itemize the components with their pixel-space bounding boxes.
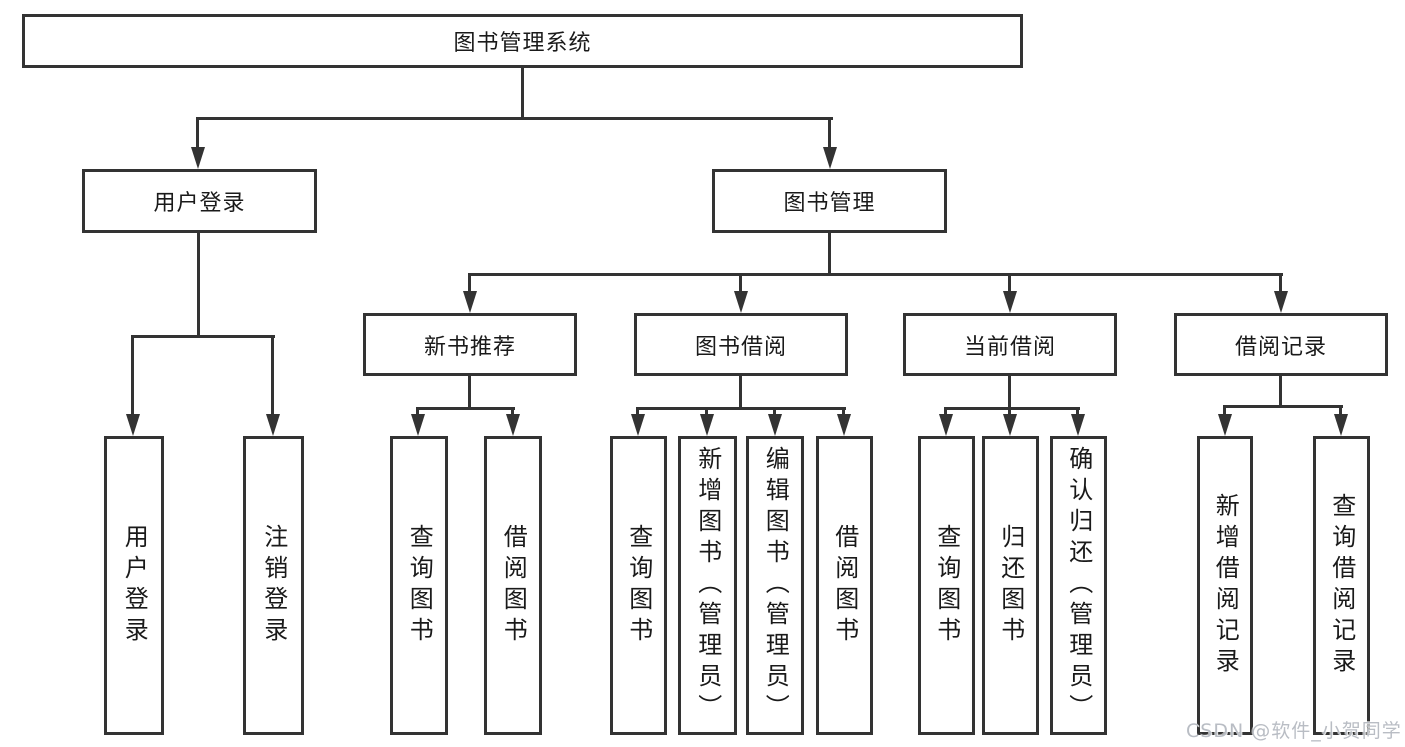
node-label: 新增图书（管理员） [693, 446, 722, 725]
arrow-down-icon [768, 414, 782, 436]
connector-user-login-stem [197, 233, 200, 335]
connector-level3-bar [468, 273, 1283, 276]
node-label: 借阅图书 [499, 523, 528, 648]
arrow-down-icon [1003, 414, 1017, 436]
connector-line [739, 273, 742, 291]
node-label: 新增借阅记录 [1211, 492, 1240, 679]
connector-line [828, 117, 831, 147]
connector-line [131, 335, 134, 414]
connector-line [416, 407, 419, 414]
connector-line [1008, 273, 1011, 291]
node-book-borrowing: 图书借阅 [634, 313, 848, 376]
node-label: 编辑图书（管理员） [761, 446, 790, 725]
node-label: 当前借阅 [963, 334, 1056, 360]
connector-borrowing-bar [636, 407, 846, 410]
arrow-down-icon [506, 414, 520, 436]
arrow-down-icon [1218, 414, 1232, 436]
leaf-query-borrow-record: 查询借阅记录 [1313, 436, 1370, 735]
connector-line [842, 407, 845, 414]
leaf-return-books: 归还图书 [982, 436, 1039, 735]
csdn-watermark: CSDN @软件_小贺同学 [1186, 720, 1402, 742]
connector-book-mgmt-stem [828, 233, 831, 273]
arrow-down-icon [823, 147, 837, 169]
leaf-query-books-current: 查询图书 [918, 436, 975, 735]
arrow-down-icon [463, 291, 477, 313]
node-library-management-system: 图书管理系统 [22, 14, 1023, 68]
connector-records-bar [1223, 405, 1343, 408]
leaf-query-books-recommend: 查询图书 [390, 436, 448, 735]
node-label: 用户登录 [120, 523, 149, 648]
connector-line [944, 407, 947, 414]
arrow-down-icon [266, 414, 280, 436]
arrow-down-icon [1334, 414, 1348, 436]
node-book-management: 图书管理 [712, 169, 947, 233]
node-label: 图书管理 [783, 191, 876, 216]
connector-line [1279, 273, 1282, 291]
connector-recommend-bar [416, 407, 515, 410]
node-label: 借阅记录 [1234, 334, 1327, 360]
node-current-borrowing: 当前借阅 [903, 313, 1117, 376]
arrow-down-icon [837, 414, 851, 436]
node-label: 确认归还（管理员） [1064, 446, 1093, 725]
connector-line [196, 117, 199, 147]
leaf-confirm-return-admin: 确认归还（管理员） [1050, 436, 1107, 735]
leaf-borrow-books-borrowing: 借阅图书 [816, 436, 873, 735]
node-new-book-recommendation: 新书推荐 [363, 313, 577, 376]
connector-line [1008, 407, 1011, 414]
node-label: 查询图书 [624, 523, 653, 648]
node-label: 用户登录 [153, 191, 246, 216]
connector-line [773, 407, 776, 414]
connector-line [1076, 407, 1079, 414]
node-label: 查询借阅记录 [1327, 492, 1356, 679]
arrow-down-icon [700, 414, 714, 436]
node-label: 查询图书 [932, 523, 961, 648]
node-label: 图书管理系统 [453, 31, 592, 56]
connector-recommend-stem [468, 376, 471, 407]
arrow-down-icon [631, 414, 645, 436]
connector-borrowing-stem [739, 376, 742, 407]
arrow-down-icon [939, 414, 953, 436]
node-label: 注销登录 [259, 523, 288, 648]
arrow-down-icon [1003, 291, 1017, 313]
node-label: 归还图书 [996, 523, 1025, 648]
connector-level2-bar [197, 117, 833, 120]
connector-line [636, 407, 639, 414]
connector-root-stem [521, 68, 524, 117]
connector-line [511, 407, 514, 414]
leaf-logout-login: 注销登录 [243, 436, 304, 735]
leaf-query-books-borrowing: 查询图书 [610, 436, 667, 735]
connector-line [271, 335, 274, 414]
leaf-edit-books-admin: 编辑图书（管理员） [746, 436, 804, 735]
arrow-down-icon [411, 414, 425, 436]
leaf-add-borrow-record: 新增借阅记录 [1197, 436, 1253, 735]
connector-current-stem [1008, 376, 1011, 407]
connector-line [1223, 405, 1226, 414]
arrow-down-icon [1071, 414, 1085, 436]
node-label: 查询图书 [405, 523, 434, 648]
connector-line [468, 273, 471, 291]
leaf-add-books-admin: 新增图书（管理员） [678, 436, 737, 735]
arrow-down-icon [191, 147, 205, 169]
connector-line [705, 407, 708, 414]
node-borrowing-records: 借阅记录 [1174, 313, 1388, 376]
arrow-down-icon [734, 291, 748, 313]
node-label: 新书推荐 [423, 334, 516, 360]
connector-line [1339, 405, 1342, 414]
node-label: 图书借阅 [694, 334, 787, 360]
leaf-borrow-books-recommend: 借阅图书 [484, 436, 542, 735]
arrow-down-icon [126, 414, 140, 436]
connector-current-bar [944, 407, 1080, 410]
connector-records-stem [1279, 376, 1282, 406]
arrow-down-icon [1274, 291, 1288, 313]
leaf-user-login: 用户登录 [104, 436, 164, 735]
node-user-login: 用户登录 [82, 169, 317, 233]
node-label: 借阅图书 [830, 523, 859, 648]
connector-user-login-bar [131, 335, 275, 338]
